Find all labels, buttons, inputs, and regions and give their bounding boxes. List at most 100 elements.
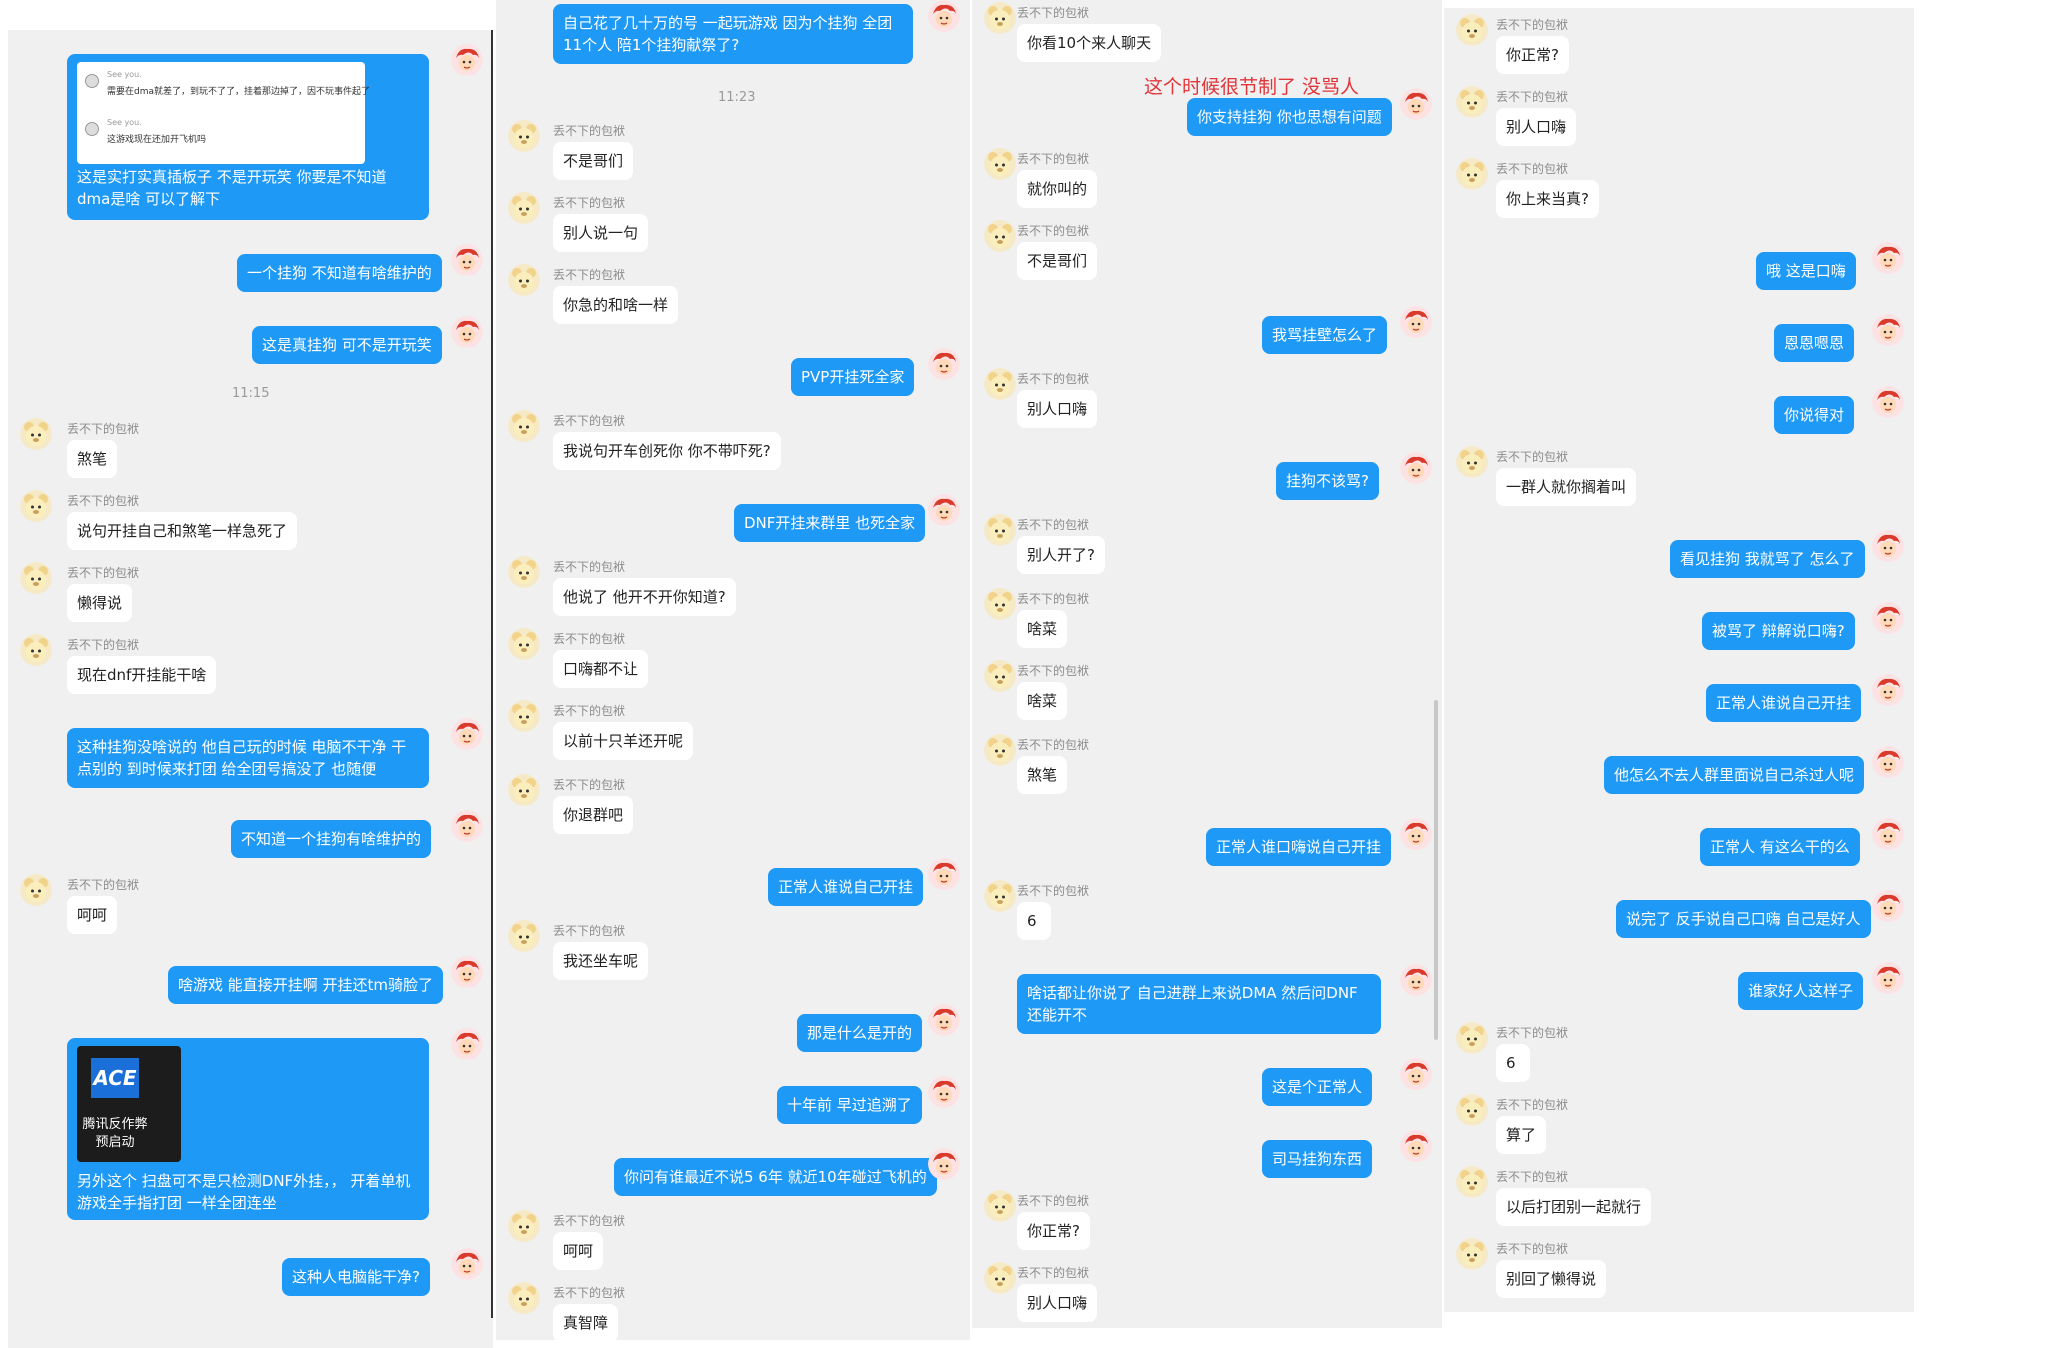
contact-avatar[interactable] <box>1456 446 1488 478</box>
chat-bubble-other[interactable]: 呵呵 <box>553 1232 604 1270</box>
chat-bubble-other[interactable]: 说句开挂自己和煞笔一样急死了 <box>67 512 298 550</box>
chat-bubble-me[interactable]: 他怎么不去人群里面说自己杀过人呢 <box>1604 756 1865 794</box>
contact-avatar[interactable] <box>508 1210 540 1242</box>
chat-bubble-other[interactable]: 懒得说 <box>67 584 133 622</box>
chat-bubble-me[interactable]: 自己花了几十万的号 一起玩游戏 因为个挂狗 全团11个人 陪1个挂狗献祭了? <box>553 4 913 64</box>
my-avatar[interactable] <box>451 810 483 842</box>
chat-bubble-me[interactable]: 恩恩嗯恩 <box>1774 324 1855 362</box>
chat-bubble-me[interactable]: 说完了 反手说自己口嗨 自己是好人 <box>1616 900 1871 938</box>
chat-bubble-other[interactable]: 现在dnf开挂能干啥 <box>67 656 217 694</box>
chat-bubble-other[interactable]: 他说了 他开不开你知道? <box>553 578 736 616</box>
my-avatar[interactable] <box>1400 1058 1432 1090</box>
chat-bubble-me[interactable]: 正常人谁说自己开挂 <box>768 868 924 906</box>
my-avatar[interactable] <box>1400 818 1432 850</box>
my-avatar[interactable] <box>928 494 960 526</box>
contact-avatar[interactable] <box>1456 1022 1488 1054</box>
chat-bubble-other[interactable]: 以前十只羊还开呢 <box>553 722 694 760</box>
chat-bubble-other[interactable]: 别人口嗨 <box>1496 108 1577 146</box>
chat-bubble-other[interactable]: 你退群吧 <box>553 796 634 834</box>
chat-bubble-me[interactable]: 啥游戏 能直接开挂啊 开挂还tm骑脸了 <box>168 966 444 1004</box>
my-avatar[interactable] <box>928 858 960 890</box>
chat-bubble-other[interactable]: 你看10个来人聊天 <box>1017 24 1162 62</box>
chat-bubble-me[interactable]: 这是真挂狗 可不是开玩笑 <box>252 326 442 364</box>
my-avatar[interactable] <box>1400 964 1432 996</box>
chat-bubble-other[interactable]: 别人口嗨 <box>1017 1284 1098 1322</box>
chat-bubble-other[interactable]: 6 <box>1496 1044 1530 1082</box>
my-avatar[interactable] <box>1872 386 1904 418</box>
chat-bubble-me[interactable]: 你支持挂狗 你也思想有问题 <box>1187 98 1392 136</box>
my-avatar[interactable] <box>1872 314 1904 346</box>
contact-avatar[interactable] <box>508 264 540 296</box>
chat-bubble-me[interactable]: 这种挂狗没啥说的 他自己玩的时候 电脑不干净 干点别的 到时候来打团 给全团号搞… <box>67 728 429 788</box>
chat-bubble-other[interactable]: 别人口嗨 <box>1017 390 1098 428</box>
contact-avatar[interactable] <box>508 1282 540 1314</box>
chat-bubble-other[interactable]: 别人说一句 <box>553 214 649 252</box>
chat-bubble-me[interactable]: DNF开挂来群里 也死全家 <box>734 504 926 542</box>
my-avatar[interactable] <box>1872 530 1904 562</box>
chat-bubble-other[interactable]: 你急的和啥一样 <box>553 286 679 324</box>
my-avatar[interactable] <box>1400 306 1432 338</box>
contact-avatar[interactable] <box>984 880 1016 912</box>
chat-bubble-me[interactable]: 正常人谁口嗨说自己开挂 <box>1206 828 1392 866</box>
contact-avatar[interactable] <box>508 700 540 732</box>
chat-bubble-other[interactable]: 算了 <box>1496 1116 1547 1154</box>
contact-avatar[interactable] <box>20 562 52 594</box>
my-avatar[interactable] <box>451 44 483 76</box>
my-avatar[interactable] <box>451 956 483 988</box>
chat-bubble-me[interactable]: 正常人谁说自己开挂 <box>1706 684 1862 722</box>
chat-bubble-other[interactable]: 别人开了? <box>1017 536 1105 574</box>
my-avatar[interactable] <box>1400 88 1432 120</box>
chat-bubble-other[interactable]: 口嗨都不让 <box>553 650 649 688</box>
contact-avatar[interactable] <box>508 920 540 952</box>
contact-avatar[interactable] <box>984 588 1016 620</box>
contact-avatar[interactable] <box>984 220 1016 252</box>
contact-avatar[interactable] <box>984 514 1016 546</box>
my-avatar[interactable] <box>928 1076 960 1108</box>
contact-avatar[interactable] <box>508 120 540 152</box>
my-avatar[interactable] <box>1872 674 1904 706</box>
contact-avatar[interactable] <box>20 490 52 522</box>
chat-bubble-other[interactable]: 以后打团别一起就行 <box>1496 1188 1652 1226</box>
my-avatar[interactable] <box>451 718 483 750</box>
my-avatar[interactable] <box>928 0 960 32</box>
chat-bubble-me[interactable]: 看见挂狗 我就骂了 怎么了 <box>1670 540 1865 578</box>
chat-bubble-me[interactable]: 这是个正常人 <box>1262 1068 1373 1106</box>
contact-avatar[interactable] <box>1456 14 1488 46</box>
chat-bubble-me[interactable]: PVP开挂死全家 <box>791 358 915 396</box>
my-avatar[interactable] <box>451 244 483 276</box>
contact-avatar[interactable] <box>984 734 1016 766</box>
my-avatar[interactable] <box>1872 818 1904 850</box>
my-avatar[interactable] <box>1872 890 1904 922</box>
chat-bubble-other[interactable]: 我说句开车创死你 你不带吓死? <box>553 432 781 470</box>
chat-bubble-me[interactable]: 挂狗不该骂? <box>1276 462 1379 500</box>
scrollbar-thumb[interactable] <box>1434 700 1438 1040</box>
my-avatar[interactable] <box>1400 452 1432 484</box>
contact-avatar[interactable] <box>508 556 540 588</box>
my-avatar[interactable] <box>1872 962 1904 994</box>
chat-bubble-me[interactable]: 你说得对 <box>1774 396 1855 434</box>
my-avatar[interactable] <box>928 1148 960 1180</box>
contact-avatar[interactable] <box>508 192 540 224</box>
my-avatar[interactable] <box>928 348 960 380</box>
chat-bubble-other[interactable]: 煞笔 <box>67 440 118 478</box>
chat-bubble-me[interactable]: 那是什么是开的 <box>797 1014 923 1052</box>
contact-avatar[interactable] <box>508 410 540 442</box>
contact-avatar[interactable] <box>508 628 540 660</box>
chat-bubble-me[interactable]: 我骂挂壁怎么了 <box>1262 316 1388 354</box>
contact-avatar[interactable] <box>508 774 540 806</box>
contact-avatar[interactable] <box>1456 1094 1488 1126</box>
chat-bubble-me[interactable]: 被骂了 辩解说口嗨? <box>1702 612 1855 650</box>
contact-avatar[interactable] <box>984 1262 1016 1294</box>
chat-bubble-other[interactable]: 我还坐车呢 <box>553 942 649 980</box>
my-avatar[interactable] <box>451 316 483 348</box>
chat-bubble-other[interactable]: 煞笔 <box>1017 756 1068 794</box>
my-avatar[interactable] <box>1400 1130 1432 1162</box>
chat-bubble-me[interactable]: 谁家好人这样子 <box>1738 972 1864 1010</box>
chat-bubble-other[interactable]: 一群人就你搁着叫 <box>1496 468 1637 506</box>
my-avatar[interactable] <box>451 1028 483 1060</box>
chat-bubble-me[interactable]: 不知道一个挂狗有啥维护的 <box>231 820 432 858</box>
chat-bubble-me[interactable]: 哦 这是口嗨 <box>1756 252 1856 290</box>
my-avatar[interactable] <box>1872 242 1904 274</box>
chat-bubble-me[interactable]: 啥话都让你说了 自己进群上来说DMA 然后问DNF还能开不 <box>1017 974 1381 1034</box>
chat-bubble-me[interactable]: 这种人电脑能干净? <box>282 1258 430 1296</box>
